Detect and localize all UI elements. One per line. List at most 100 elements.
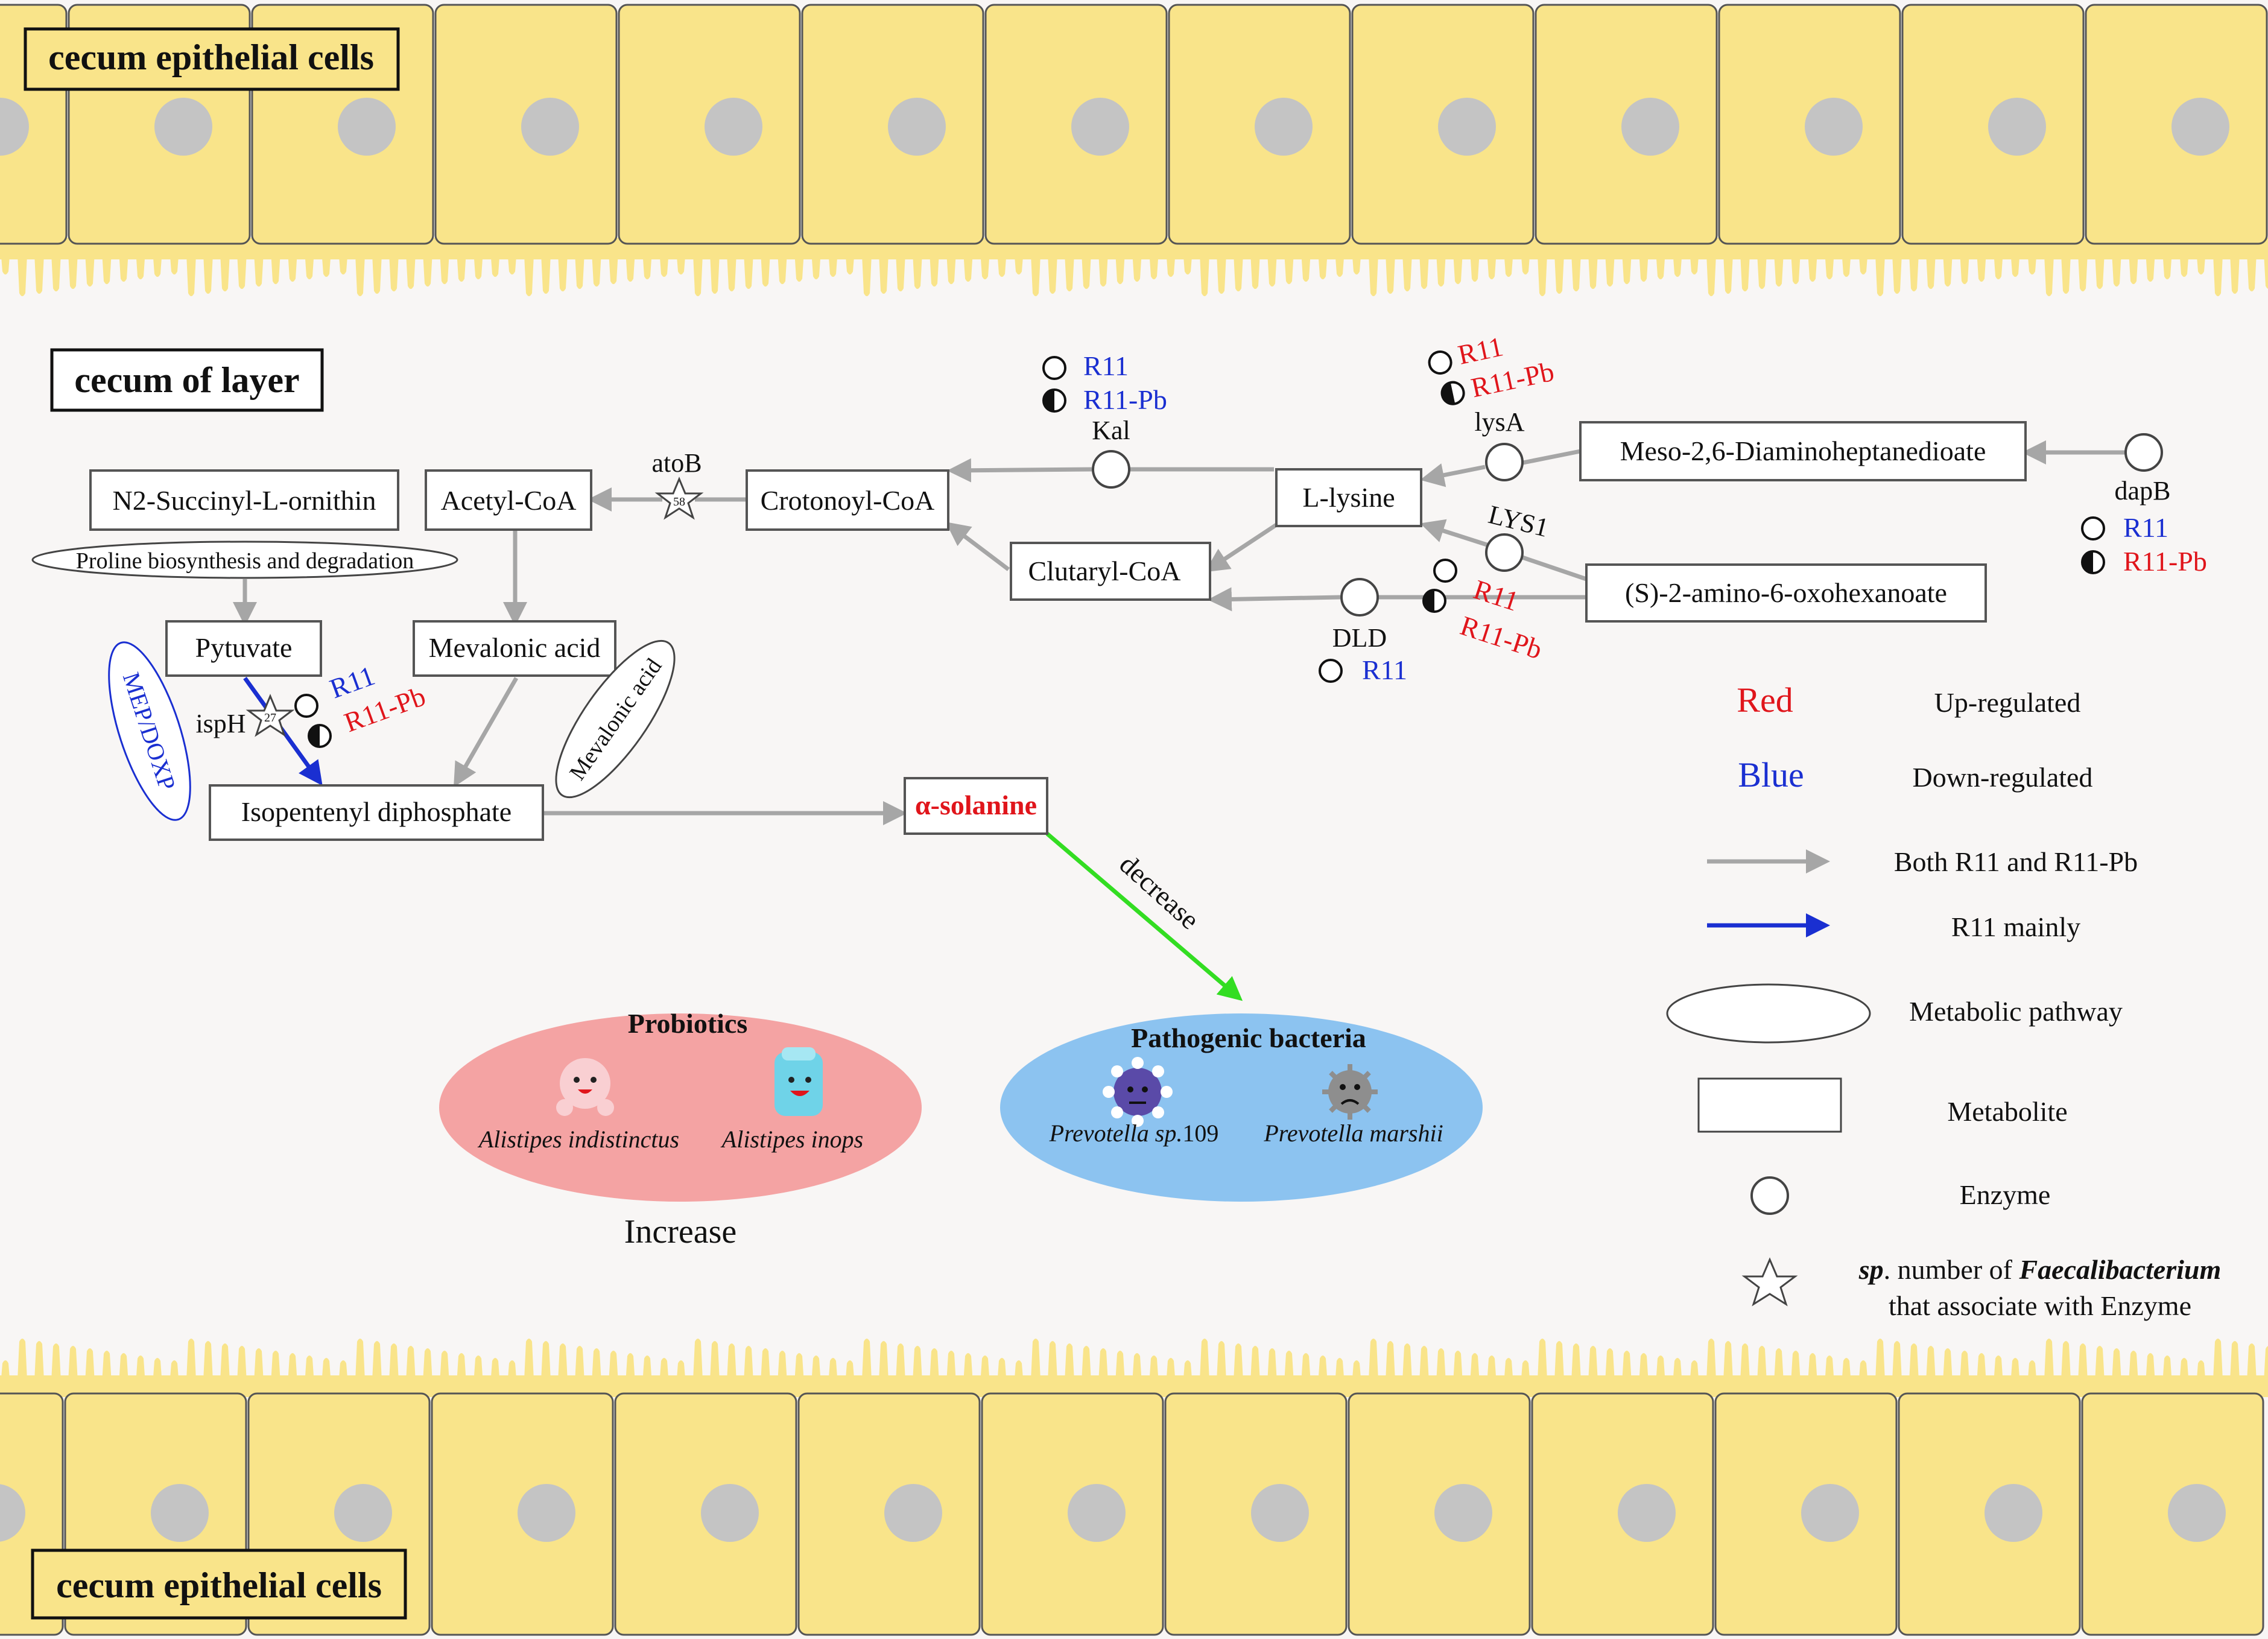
probiotic-pink-blob-icon — [556, 1058, 614, 1116]
isph-r11-circle-icon — [294, 694, 318, 718]
probiotic-1-name: Alistipes indistinctus — [477, 1126, 679, 1153]
pathogen-2-name: Prevotella marshii — [1263, 1120, 1443, 1147]
legend-star-sp: sp — [1858, 1254, 1884, 1285]
regulation-markers: R11 R11-Pb R11 R11-Pb R11 R11-Pb R11 R11… — [294, 331, 2207, 748]
enzyme-lys1-circle — [1485, 533, 1524, 572]
metabolite-mevalonic: Mevalonic acid — [429, 632, 601, 663]
metabolite-clutaryl-coa-box — [1010, 542, 1211, 601]
cell-nucleus — [1621, 98, 1679, 156]
pathway-proline: Proline biosynthesis and degradation — [76, 548, 414, 574]
legend-blue-desc: Down-regulated — [1913, 762, 2093, 793]
metabolite-amino-oxo-box — [1585, 563, 1987, 623]
cell-nucleus — [338, 98, 396, 156]
layer-label: cecum of layer — [74, 360, 299, 400]
cell-nucleus — [0, 1484, 25, 1542]
atob-star-count: 58 — [673, 495, 685, 509]
edge-label-decrease: decrease — [1113, 849, 1205, 936]
metabolite-mevalonic-box — [413, 620, 616, 677]
edges — [233, 440, 2133, 1001]
enzyme-lysa-label: lysA — [1474, 407, 1524, 437]
cell-nucleus — [1801, 1484, 1859, 1542]
pathogen-1-genus: Prevotella sp. — [1049, 1120, 1183, 1147]
pathogen-purple-virus-icon — [1103, 1057, 1173, 1127]
lys1-r11-circle-icon — [1433, 559, 1457, 583]
metabolite-meso-dap-box — [1579, 421, 2027, 481]
cell-nucleus — [1984, 1484, 2042, 1542]
legend-star-genus: Faecalibacterium — [2019, 1254, 2222, 1285]
probiotics-group: Probiotics Alistipes indistinctus Alisti… — [439, 1008, 922, 1251]
legend-star-desc-line2: that associate with Enzyme — [1889, 1290, 2191, 1321]
pathogen-1-number: 109 — [1182, 1120, 1218, 1147]
pathogen-title: Pathogenic bacteria — [1131, 1022, 1366, 1053]
edge-lys1-to-lysine — [1420, 519, 1490, 548]
cell-nucleus — [1251, 1484, 1309, 1542]
edge-lysa-to-lysine — [1420, 463, 1486, 487]
pathogen-1-name: Prevotella sp.109 — [1049, 1120, 1219, 1147]
probiotic-2-name: Alistipes inops — [720, 1126, 863, 1153]
cell-nucleus — [1805, 98, 1863, 156]
cell-nucleus — [0, 98, 29, 156]
metabolite-meso-dap: Meso-2,6-Diaminoheptanedioate — [1620, 436, 1986, 466]
lysa-r11: R11 — [1455, 331, 1506, 370]
isph-half-fill — [309, 725, 320, 747]
dld-r11-circle-icon — [1319, 659, 1343, 683]
enzyme-dapb-circle — [2124, 433, 2163, 472]
legend: Red Up-regulated Blue Down-regulated Bot… — [1666, 680, 2222, 1321]
metabolite-pyruvate: Pytuvate — [195, 632, 293, 663]
legend-gray-arrow-desc: Both R11 and R11-Pb — [1894, 846, 2138, 877]
cell-nucleus — [1618, 1484, 1676, 1542]
legend-star-icon — [1741, 1257, 1798, 1307]
legend-rect-swatch — [1697, 1077, 1842, 1133]
legend-star-mid: . number of — [1884, 1254, 2019, 1285]
layer-label-box — [50, 348, 324, 412]
isph-star-count: 27 — [264, 711, 276, 724]
legend-blue-arrow-desc: R11 mainly — [1951, 911, 2080, 942]
cell-nucleus — [1434, 1484, 1492, 1542]
atob-star-icon — [654, 477, 704, 520]
metabolite-l-lysine-box — [1275, 468, 1422, 527]
kal-half-fill — [1044, 390, 1054, 411]
cell-nucleus — [2168, 1484, 2226, 1542]
dapb-half-fill — [2082, 551, 2093, 573]
increase-label: Increase — [624, 1213, 737, 1251]
cell-nucleus — [1255, 98, 1313, 156]
kal-r11-circle-icon — [1042, 356, 1066, 380]
cell-nucleus — [1438, 98, 1496, 156]
dapb-r11: R11 — [2123, 512, 2168, 543]
cell-nucleus — [1988, 98, 2046, 156]
top-epithelium: cecum epithelial cells — [0, 4, 2268, 296]
cell-nucleus — [1068, 1484, 1126, 1542]
metabolite-acetyl-coa-box — [425, 469, 592, 531]
top-title: cecum epithelial cells — [48, 37, 374, 77]
dld-r11: R11 — [1362, 655, 1407, 685]
metabolite-n2-succinyl-box — [89, 469, 399, 531]
cell-nucleus — [521, 98, 579, 156]
cell-nucleus — [1071, 98, 1129, 156]
cell-nucleus — [334, 1484, 392, 1542]
cell-nucleus — [2171, 98, 2229, 156]
legend-blue-word: Blue — [1738, 755, 1804, 794]
pathogen-group: Pathogenic bacteria Prevot — [1000, 1013, 1483, 1202]
bottom-villi — [0, 1339, 2268, 1397]
pathway-proline-ellipse — [31, 541, 458, 579]
edge-amino-to-lys1 — [1521, 555, 1588, 582]
edge-kal-to-crotonoyl — [947, 458, 1092, 483]
cell-nucleus — [705, 98, 762, 156]
metabolites: N2-Succinyl-L-ornithin Acetyl-CoA Croton… — [89, 421, 2027, 841]
lysa-half-fill — [1442, 382, 1456, 404]
legend-rect-desc: Metabolite — [1947, 1096, 2067, 1127]
enzyme-kal-circle — [1092, 450, 1130, 489]
edge-mevalonic-to-ipp — [454, 677, 519, 787]
probiotics-ellipse — [439, 1013, 922, 1202]
legend-red-desc: Up-regulated — [1934, 687, 2081, 718]
legend-star-desc-line1: sp. number of Faecalibacterium — [1858, 1254, 2222, 1285]
pathway-mevalonic-ellipse — [555, 639, 676, 799]
legend-red-word: Red — [1737, 680, 1793, 720]
pathway-mep-ellipse — [108, 641, 191, 821]
legend-circle-desc: Enzyme — [1960, 1179, 2051, 1210]
enzyme-dld-circle — [1340, 578, 1379, 617]
pathogen-gray-virus-icon — [1322, 1064, 1378, 1120]
isph-star-icon — [245, 694, 295, 737]
metabolite-clutaryl-coa: Clutaryl-CoA — [1028, 556, 1181, 586]
